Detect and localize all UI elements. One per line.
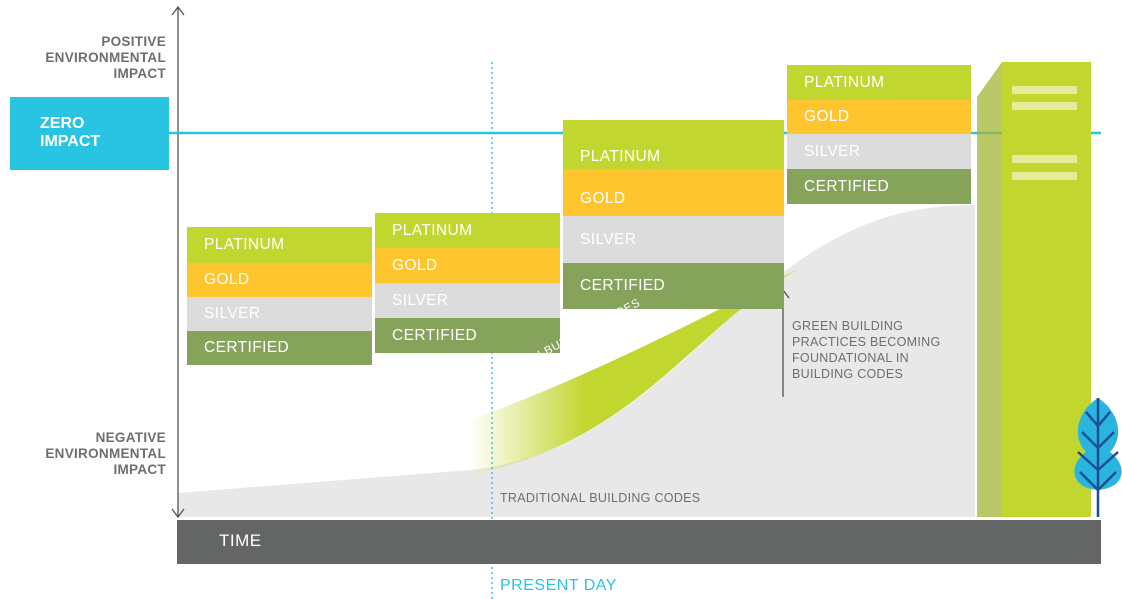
tier-silver: SILVER	[787, 134, 971, 169]
green-codes-band	[470, 268, 800, 475]
negative-impact-label: NEGATIVE ENVIRONMENTAL IMPACT	[45, 430, 166, 477]
present-day-label: PRESENT DAY	[500, 577, 617, 594]
tier-certified: CERTIFIED	[787, 169, 971, 204]
time-axis-bar	[177, 520, 1101, 564]
tier-certified: CERTIFIED	[187, 331, 372, 365]
tier-platinum: PLATINUM	[187, 227, 372, 263]
tier-platinum: PLATINUM	[375, 213, 560, 248]
tier-gold: GOLD	[187, 263, 372, 297]
tier-gold: GOLD	[563, 169, 784, 216]
tier-certified: CERTIFIED	[375, 318, 560, 353]
tier-platinum: PLATINUM	[563, 120, 784, 169]
impact-axis	[171, 5, 185, 519]
practices-annotation: GREEN BUILDING PRACTICES BECOMING FOUNDA…	[792, 319, 941, 381]
time-label: TIME	[219, 531, 262, 550]
tier-gold: GOLD	[787, 100, 971, 134]
zero-impact-box: ZERO IMPACT	[10, 97, 169, 170]
traditional-codes-label: TRADITIONAL BUILDING CODES	[500, 491, 701, 505]
tier-platinum: PLATINUM	[787, 65, 971, 100]
positive-impact-label: POSITIVE ENVIRONMENTAL IMPACT	[45, 34, 166, 81]
tier-gold: GOLD	[375, 248, 560, 283]
tree-icon	[1074, 398, 1122, 517]
tier-silver: SILVER	[563, 216, 784, 263]
tier-silver: SILVER	[375, 283, 560, 318]
tier-certified: CERTIFIED	[563, 263, 784, 309]
building-icon	[977, 62, 1091, 517]
tier-silver: SILVER	[187, 297, 372, 331]
